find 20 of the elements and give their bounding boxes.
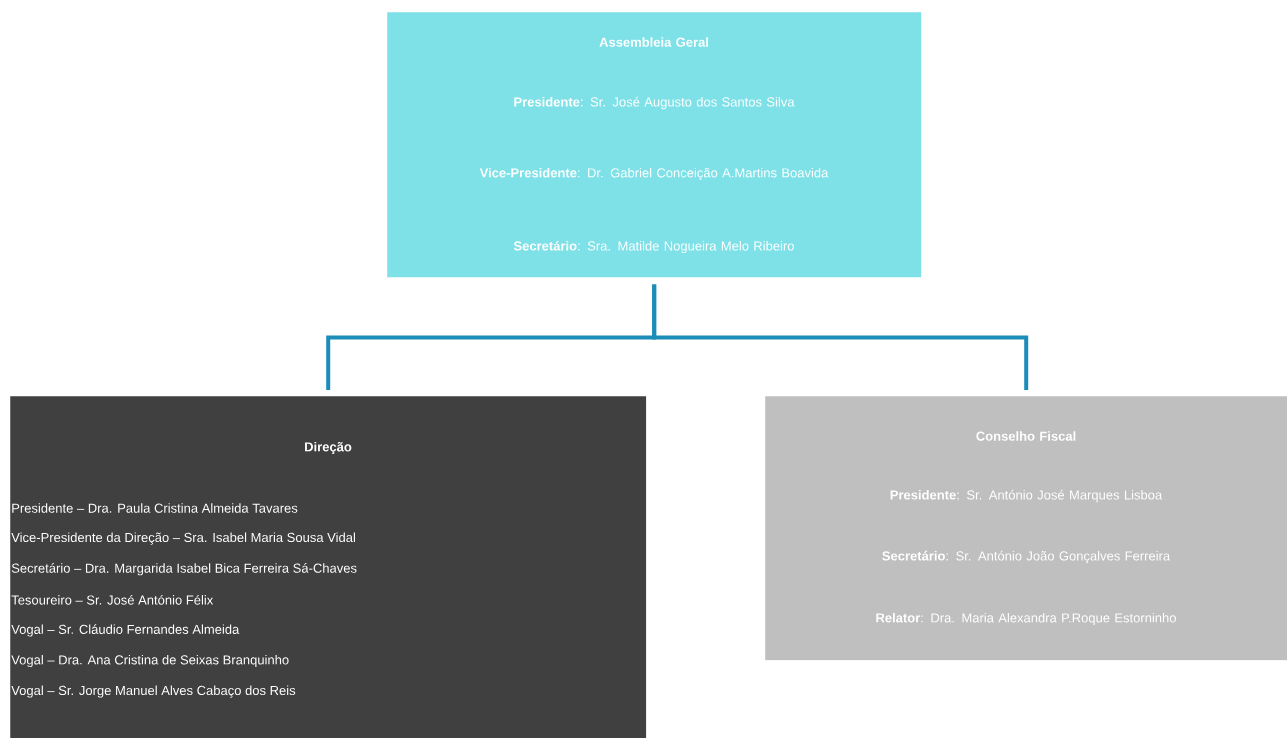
member-entry: Secretário: Sra. Matilde Nogueira Melo Ribeiro bbox=[513, 240, 794, 254]
member-entry: Vice-Presidente da Direção – Sra. Isabel Maria Sousa Vidal bbox=[11, 532, 355, 545]
member-entry: Secretário – Dra. Margarida Isabel Bica Ferreira Sá-Chaves bbox=[11, 563, 357, 576]
member-entry: Tesoureiro – Sr. José António Félix bbox=[11, 594, 214, 605]
box-heading: Direção bbox=[305, 441, 352, 455]
member-entry: Presidente – Dra. Paula Cristina Almeida Tavares bbox=[12, 503, 298, 513]
member-entry: Presidente: Sr. António José Marques Lisboa bbox=[890, 489, 1163, 503]
member-entry: Presidente: Sr. José Augusto dos Santos Silva bbox=[514, 96, 795, 110]
member-entry: Secretário: Sr. António João Gonçalves Ferreira bbox=[882, 550, 1171, 564]
member-entry: Vogal – Sr. Cláudio Fernandes Almeida bbox=[11, 624, 240, 637]
member-entry: Vogal – Sr. Jorge Manuel Alves Cabaço dos Reis bbox=[11, 685, 296, 698]
box-heading: Assembleia Geral bbox=[599, 37, 708, 47]
organ-box bbox=[387, 12, 922, 278]
organ-box bbox=[765, 396, 1287, 661]
organ-box bbox=[10, 396, 647, 738]
member-entry: Vice-Presidente: Dr. Gabriel Conceição A.Martins Boavida bbox=[479, 167, 829, 181]
member-entry: Vogal – Dra. Ana Cristina de Seixas Branquinho bbox=[11, 654, 289, 668]
member-entry: Relator: Dra. Maria Alexandra P.Roque Estorninho bbox=[876, 612, 1176, 626]
connector-line bbox=[652, 284, 1029, 390]
box-heading: Conselho Fiscal bbox=[976, 431, 1076, 441]
